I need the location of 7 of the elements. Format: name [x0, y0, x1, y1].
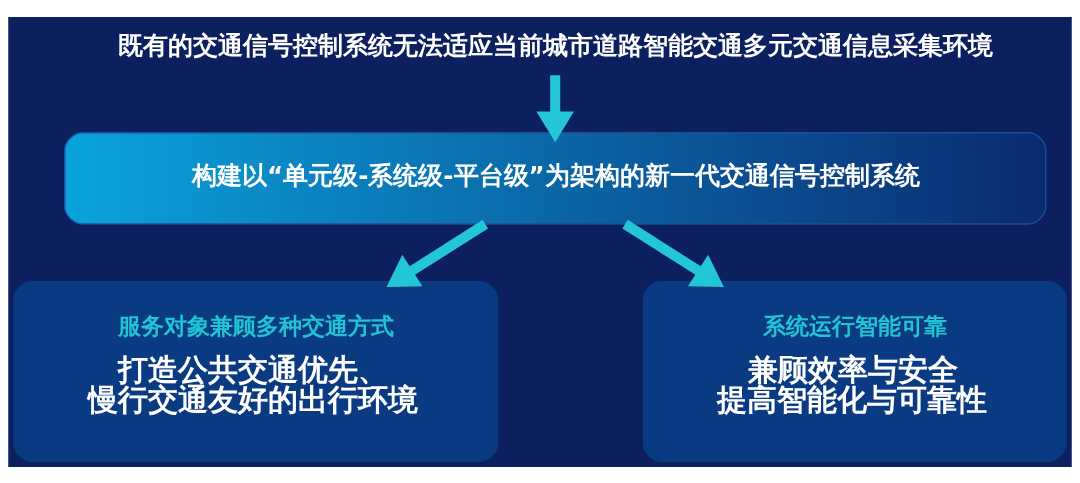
node-box: 系统运行智能可靠 兼顾效率与安全提高智能化与可靠性: [642, 280, 1067, 462]
arrow: [622, 219, 724, 287]
node-box: 服务对象兼顾多种交通方式 打造公共交通优先、慢行交通友好的出行环境: [13, 280, 499, 462]
arrow: [536, 74, 574, 142]
node-box: 构建以“单元级-系统级-平台级”为架构的新一代交通信号控制系统: [63, 131, 1047, 225]
arrow: [386, 219, 489, 287]
node-text: 既有的交通信号控制系统无法适应当前城市道路智能交通多元交通信息采集环境: [118, 30, 994, 60]
